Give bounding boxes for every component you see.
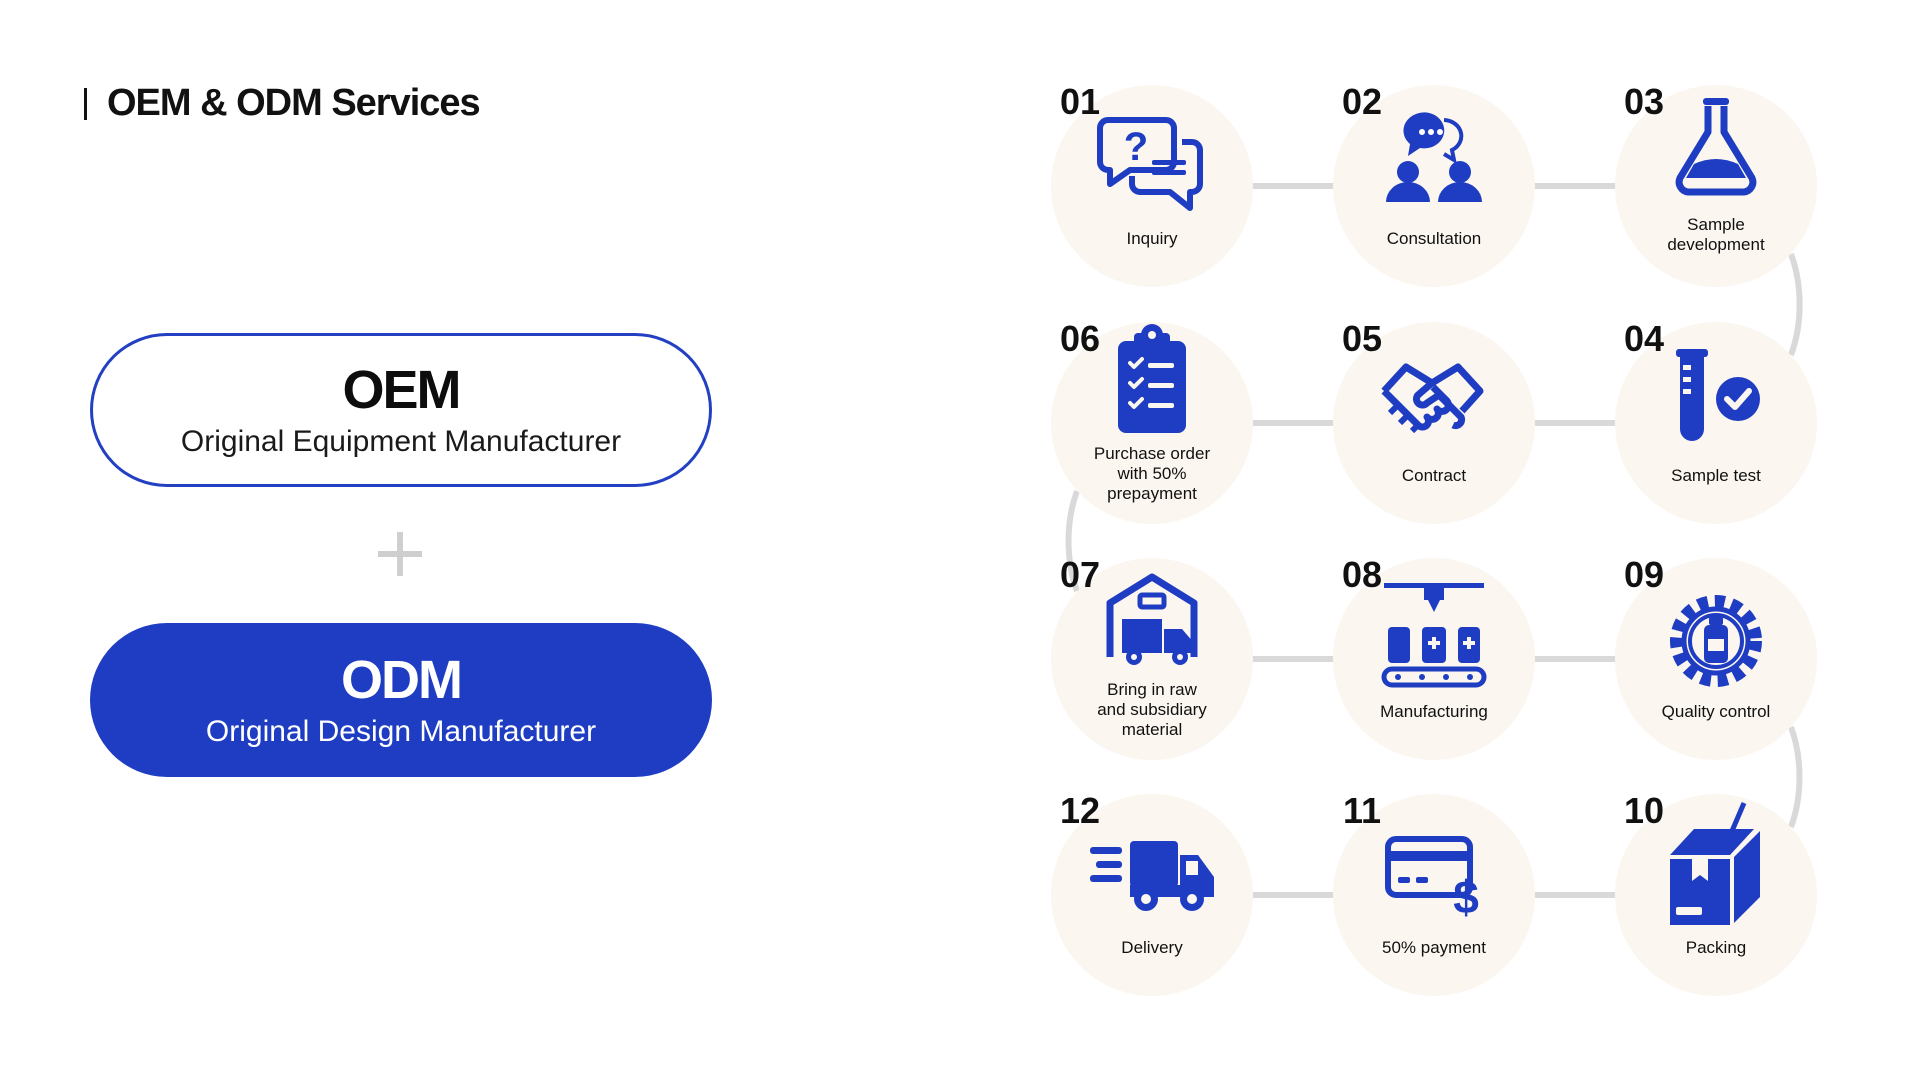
step-number: 01 bbox=[1060, 81, 1100, 122]
step-label: material bbox=[1122, 720, 1182, 739]
step-label: Bring in raw bbox=[1107, 680, 1197, 699]
step-label: Delivery bbox=[1121, 938, 1183, 957]
oem-full-name: Original Equipment Manufacturer bbox=[180, 424, 622, 458]
oem-pill: OEM Original Equipment Manufacturer bbox=[90, 333, 712, 487]
step-label: development bbox=[1667, 235, 1765, 254]
page-title-text: OEM & ODM Services bbox=[107, 82, 481, 124]
step-circle bbox=[1051, 558, 1253, 760]
step-number: 07 bbox=[1060, 554, 1100, 595]
step-number: 05 bbox=[1342, 318, 1382, 359]
step-label: with 50% bbox=[1117, 464, 1187, 483]
flow-connectors bbox=[1065, 183, 1803, 898]
step-label: Sample bbox=[1687, 215, 1745, 234]
step-number: 09 bbox=[1624, 554, 1664, 595]
plus-icon bbox=[378, 532, 422, 576]
step-number: 08 bbox=[1342, 554, 1382, 595]
step-number: 04 bbox=[1624, 318, 1664, 359]
step-label: Packing bbox=[1686, 938, 1746, 957]
flow-turn-connector bbox=[1065, 489, 1080, 593]
odm-pill: ODM Original Design Manufacturer bbox=[90, 623, 712, 777]
step-label: Manufacturing bbox=[1380, 702, 1488, 721]
step-label: and subsidiary bbox=[1097, 700, 1207, 719]
step-circle bbox=[1333, 85, 1535, 287]
oem-abbr: OEM bbox=[342, 360, 461, 421]
step-label: Quality control bbox=[1662, 702, 1771, 721]
step-label: Consultation bbox=[1387, 229, 1482, 248]
step-label: Contract bbox=[1402, 466, 1467, 485]
flow-step: 11 50% payment bbox=[1333, 790, 1535, 996]
flow-turn-connector bbox=[1788, 725, 1803, 829]
page-title: OEM & ODM Services bbox=[84, 82, 481, 125]
title-bar-divider bbox=[84, 87, 87, 120]
step-number: 06 bbox=[1060, 318, 1100, 359]
step-label: 50% payment bbox=[1382, 938, 1486, 957]
step-label: Inquiry bbox=[1126, 229, 1178, 248]
step-number: 03 bbox=[1624, 81, 1664, 122]
odm-abbr: ODM bbox=[341, 650, 463, 711]
step-label: prepayment bbox=[1107, 484, 1197, 503]
flow-turn-connector bbox=[1788, 252, 1803, 357]
step-number: 10 bbox=[1624, 790, 1664, 831]
step-number: 02 bbox=[1342, 81, 1382, 122]
step-circle bbox=[1615, 322, 1817, 524]
step-number: 12 bbox=[1060, 790, 1100, 831]
odm-full-name: Original Design Manufacturer bbox=[205, 714, 597, 748]
step-label: Purchase order bbox=[1094, 444, 1211, 463]
step-number: 11 bbox=[1343, 790, 1381, 831]
step-label: Sample test bbox=[1671, 466, 1761, 485]
step-circle bbox=[1333, 322, 1535, 524]
step-circle bbox=[1615, 85, 1817, 287]
